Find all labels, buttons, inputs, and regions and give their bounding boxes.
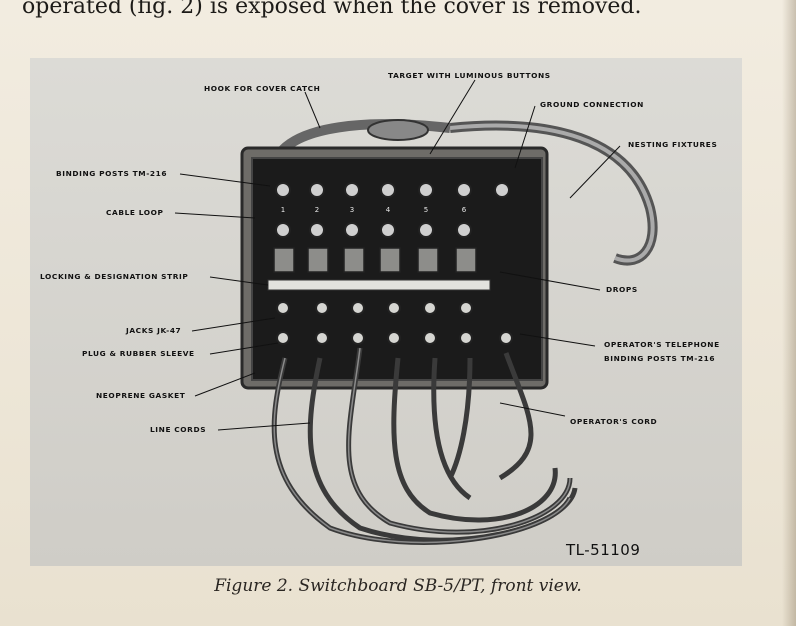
callout-cable-loop: CABLE LOOP — [106, 208, 164, 217]
callout-operator-cord: OPERATOR'S CORD — [570, 417, 658, 426]
callout-line-cords: LINE CORDS — [150, 425, 207, 434]
callout-ground: GROUND CONNECTION — [540, 100, 644, 109]
switchboard-illustration: 1 2 3 4 5 6 — [30, 58, 742, 566]
callout-plug: PLUG & RUBBER SLEEVE — [82, 349, 195, 358]
intro-text: operated (fig. 2) is exposed when the co… — [22, 0, 642, 19]
callout-locking-strip: LOCKING & DESIGNATION STRIP — [40, 272, 189, 281]
post-number: 1 — [281, 206, 285, 214]
callout-target: TARGET WITH LUMINOUS BUTTONS — [388, 71, 551, 80]
callout-operator-telephone: OPERATOR'S TELEPHONE — [604, 340, 720, 349]
post-number: 4 — [386, 206, 391, 214]
figure-id: TL-51109 — [566, 541, 641, 559]
post-number: 5 — [424, 206, 428, 214]
callout-drops: DROPS — [606, 285, 638, 294]
callout-jacks: JACKS JK-47 — [126, 326, 182, 335]
callout-operator-posts: BINDING POSTS TM-216 — [604, 354, 716, 363]
page-edge-shadow — [782, 0, 796, 626]
figure-caption: Figure 2. Switchboard SB-5/PT, front vie… — [214, 576, 582, 596]
callout-gasket: NEOPRENE GASKET — [96, 391, 186, 400]
switchboard-photo: 1 2 3 4 5 6 HOOK FOR COVER CATCH TARGET WITH … — [30, 58, 742, 566]
callout-binding-posts: BINDING POSTS TM-216 — [56, 169, 168, 178]
post-number: 2 — [315, 206, 319, 214]
callout-hook: HOOK FOR COVER CATCH — [204, 84, 321, 93]
post-number: 3 — [350, 206, 354, 214]
callout-nesting: NESTING FIXTURES — [628, 140, 718, 149]
post-number: 6 — [462, 206, 467, 214]
